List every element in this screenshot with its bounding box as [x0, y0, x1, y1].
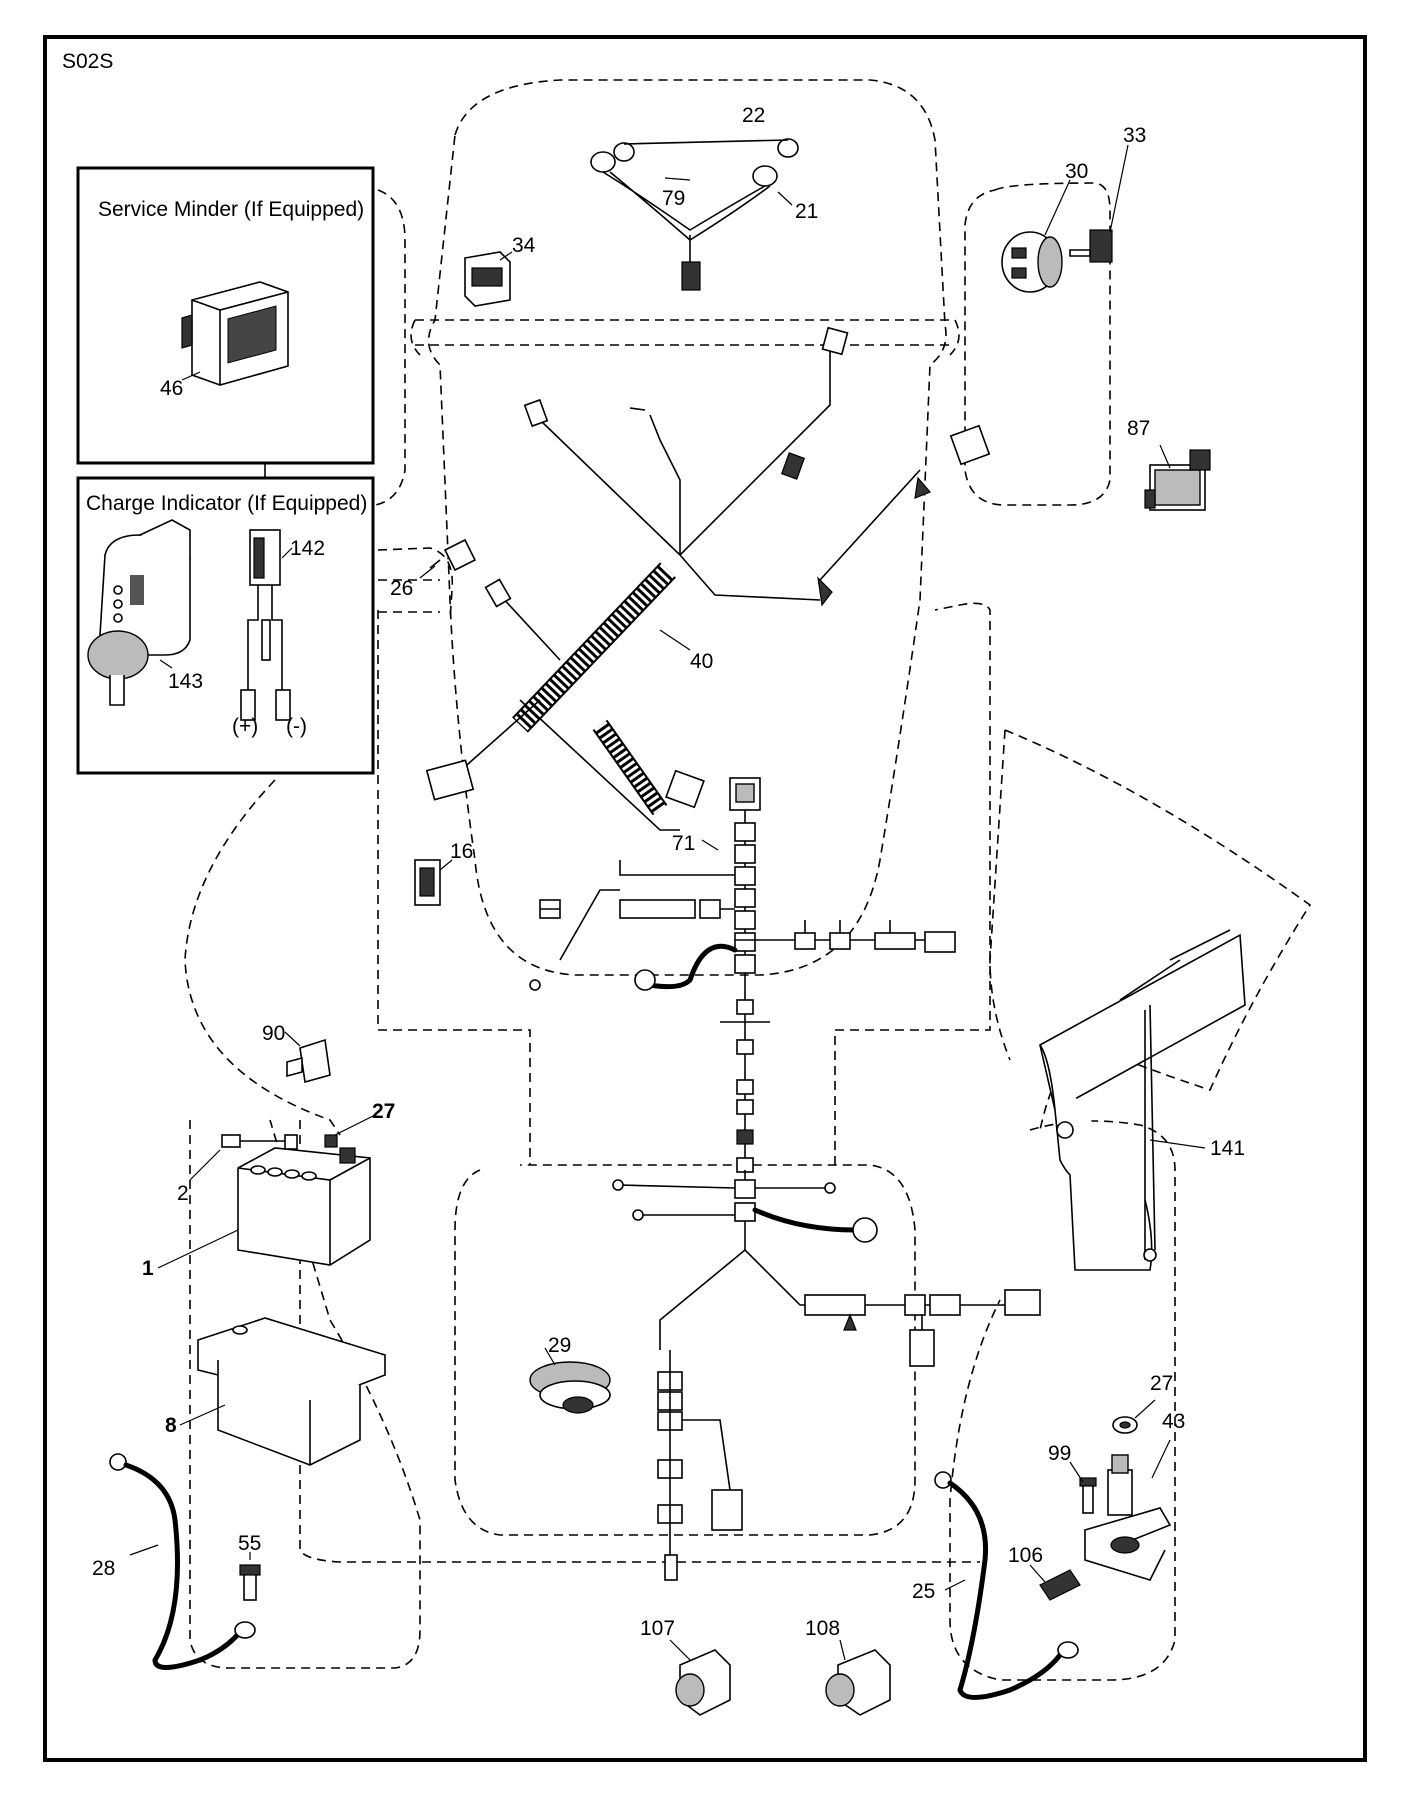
callout-16: 16 [450, 840, 473, 863]
service-minder-title: Service Minder (If Equipped) [98, 198, 364, 221]
harness-71 [529, 777, 1041, 1581]
callout-21: 21 [795, 200, 818, 223]
charge-indicator-inset: Charge Indicator (If Equipped) (+) (-) [76, 476, 375, 775]
callout-90: 90 [262, 1022, 285, 1045]
battery-circle-region [184, 779, 341, 1136]
keyswitch-region [964, 182, 1111, 506]
callout-22: 22 [742, 104, 765, 127]
callout-71: 71 [672, 832, 695, 855]
callout-40: 40 [690, 650, 713, 673]
callout-1: 1 [142, 1257, 154, 1280]
callout-27b: 27 [1150, 1372, 1173, 1395]
callout-26: 26 [390, 577, 413, 600]
brake-linkage-141-icon [1039, 929, 1246, 1271]
battery-tray-region [189, 1119, 421, 1669]
callout-30: 30 [1065, 160, 1088, 183]
charge-indicator-title: Charge Indicator (If Equipped) [86, 492, 367, 515]
grommet-29-icon [529, 1361, 611, 1414]
starter-solenoid-43-icon [1083, 1454, 1172, 1581]
callout-2: 2 [177, 1182, 189, 1205]
battery-icon [237, 1147, 371, 1266]
mid-section-outline [377, 602, 991, 1165]
plus-terminal-label: (+) [232, 715, 258, 738]
dashed-region-outlines [184, 79, 1312, 1681]
dash-crossbar [415, 319, 955, 346]
battery-bolt-icon [221, 1134, 338, 1150]
callout-27a: 27 [372, 1100, 395, 1123]
connector-26-icon [429, 538, 477, 572]
callout-46: 46 [160, 377, 183, 400]
callout-143: 143 [168, 670, 203, 693]
clip-106-icon [1039, 1569, 1081, 1601]
callout-107: 107 [640, 1617, 675, 1640]
solenoid-108-icon [825, 1649, 891, 1716]
rocker-switch-icon [464, 251, 511, 307]
callout-141: 141 [1210, 1137, 1245, 1160]
battery-cable-25-icon [934, 1471, 1079, 1700]
battery-cable-28-icon [109, 1453, 256, 1670]
callout-33: 33 [1123, 124, 1146, 147]
bolt-55-icon [239, 1564, 261, 1601]
callout-106: 106 [1008, 1544, 1043, 1567]
charge-indicator-icon [87, 519, 191, 706]
callout-79: 79 [662, 187, 685, 210]
bolt-99-icon [1079, 1477, 1097, 1514]
callout-8: 8 [165, 1414, 177, 1437]
callout-labels: 2279213430334687142261434071169027211412… [92, 104, 1245, 1640]
battery-tray-icon [197, 1317, 386, 1466]
right-lower-region [949, 1120, 1176, 1681]
solenoid-107-icon [675, 1649, 731, 1716]
connector-16-icon [414, 859, 441, 906]
main-wire-harness [425, 326, 991, 831]
charge-harness-icon [240, 529, 291, 721]
ignition-switch-icon [1001, 231, 1063, 293]
headlight-harness [590, 138, 799, 291]
callout-142: 142 [290, 537, 325, 560]
callout-34: 34 [512, 234, 536, 257]
callout-87: 87 [1127, 417, 1150, 440]
callout-25: 25 [912, 1580, 935, 1603]
ignition-key-icon [1069, 229, 1113, 263]
seat-switch-icon [1144, 449, 1211, 511]
minus-terminal-label: (-) [286, 715, 307, 738]
callout-43: 43 [1162, 1410, 1185, 1433]
callout-99: 99 [1048, 1442, 1071, 1465]
callout-29: 29 [548, 1334, 571, 1357]
callout-108: 108 [805, 1617, 840, 1640]
callout-55: 55 [238, 1532, 261, 1555]
diagram-code: S02S [62, 50, 113, 73]
plunger-switch-90-icon [286, 1038, 331, 1084]
service-minder-inset: Service Minder (If Equipped) [76, 166, 375, 465]
callout-28: 28 [92, 1557, 115, 1580]
nut-27-icon [1112, 1416, 1138, 1434]
lower-center-region [454, 1164, 916, 1536]
hour-meter-icon [181, 281, 289, 386]
